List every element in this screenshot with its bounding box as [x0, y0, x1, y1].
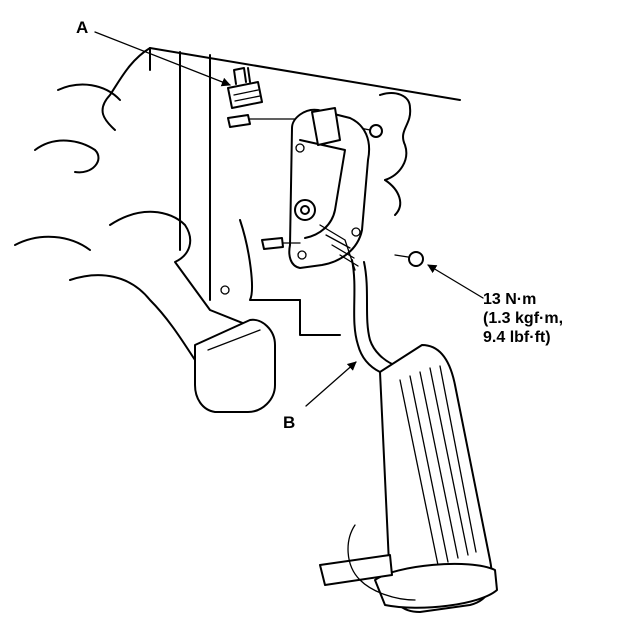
accelerator-pedal-pad — [374, 344, 498, 613]
lower-nut — [394, 251, 424, 267]
torque-spec: 13 N·m (1.3 kgf·m, 9.4 lbf·ft) — [483, 290, 563, 347]
callout-a-leader — [94, 31, 231, 87]
callout-label-b: B — [283, 413, 296, 432]
firewall-outline — [34, 47, 461, 336]
upper-bolt — [227, 114, 301, 128]
pedal-arm-b — [351, 259, 393, 383]
floor-hinge — [319, 524, 416, 601]
callout-label-a: A — [76, 18, 89, 37]
brake-pedal — [14, 210, 276, 413]
connector-a — [227, 67, 263, 109]
torque-leader — [427, 264, 484, 299]
torque-spec-line-3: 9.4 lbf·ft) — [483, 329, 551, 346]
callout-b-leader — [305, 361, 357, 407]
pedal-bracket — [288, 107, 370, 271]
lower-bolt — [261, 237, 301, 250]
torque-spec-line-1: 13 N·m — [483, 291, 537, 308]
torque-spec-line-2: (1.3 kgf·m, — [483, 310, 564, 327]
